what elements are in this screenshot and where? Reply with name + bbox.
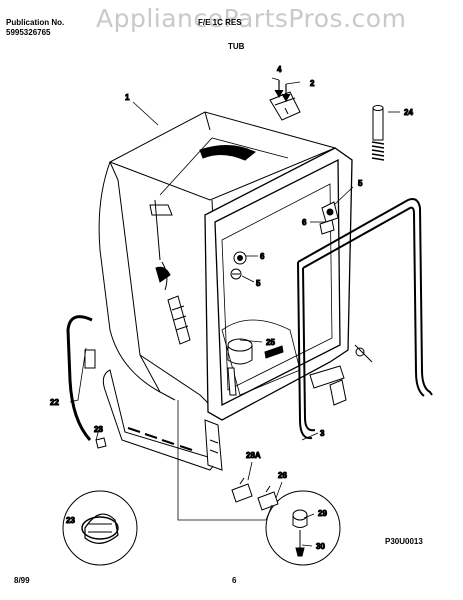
leader-lines [69,77,400,547]
callout-3: 3 [320,429,325,438]
callout-23-inset: 23 [66,516,75,525]
tub-floor [221,319,301,396]
callout-6-upper: 6 [302,218,307,227]
hose-clamp-23 [84,349,96,369]
top-bracket [269,80,301,121]
callout-5-upper: 5 [358,179,363,188]
callout-1: 1 [125,93,130,102]
parts-26-28a [231,477,279,511]
callout-23-upper: 23 [94,425,103,434]
front-lower-panel [102,369,223,471]
publication-label: Publication No. [6,18,65,27]
footer-date: 8/99 [14,576,30,585]
spring-part-24 [371,105,385,161]
callout-4: 4 [277,65,282,74]
callout-26: 26 [278,471,287,480]
inset-detail-23 [62,490,138,566]
callout-6-lower: 6 [260,252,265,261]
callout-28a: 28A [246,451,261,460]
callout-5-lower: 5 [256,279,261,288]
lower-brackets [309,344,373,406]
section-title: TUB [228,42,245,51]
publication-number: 5995326765 [6,28,51,37]
diagram-code: P30U0013 [385,537,423,546]
watermark: AppliancePartsPros.com [96,4,407,33]
callout-2: 2 [310,79,315,88]
drain-hose [66,315,93,442]
model-number: F/E 1C RES [198,18,242,27]
footer-page: 6 [232,576,237,585]
callout-25: 25 [266,338,275,347]
tub-body [98,111,337,421]
door-frame [204,147,353,421]
callout-24: 24 [404,108,413,117]
door-gasket [297,198,433,440]
inset-detail-29-30 [265,490,341,566]
hose-clamp-lower [95,437,107,449]
callout-22: 22 [50,398,59,407]
hinge-brackets [230,201,339,280]
callout-29: 29 [318,509,327,518]
callout-30: 30 [316,542,325,551]
